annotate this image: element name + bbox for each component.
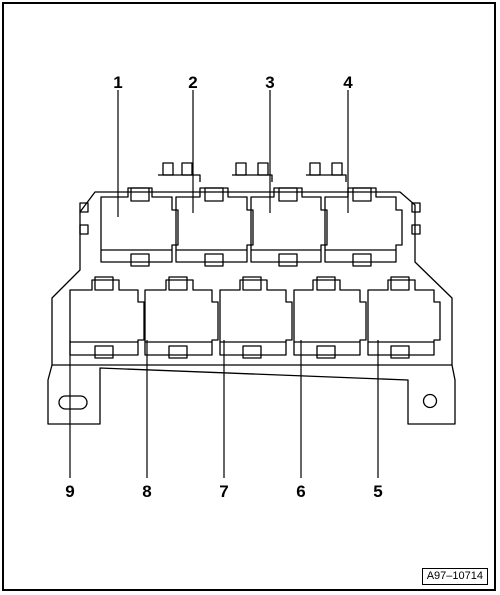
callout-8: 8 [142,482,151,501]
side-pins [79,202,421,235]
figure-reference-id: A97–10714 [421,568,488,585]
connector-slot-7 [219,276,293,359]
callout-4: 4 [343,73,353,92]
mounting-hole-right [422,393,438,409]
connector-slot-2 [175,187,254,267]
connector-slot-4 [324,187,403,267]
callout-3: 3 [265,73,274,92]
connector-slot-5 [367,276,441,359]
callout-1: 1 [113,73,122,92]
callout-6: 6 [296,482,305,501]
connector-slot-1 [100,187,179,267]
mounting-slot-left [58,395,88,410]
connector-slot-9 [69,276,145,359]
connector-slot-3 [250,187,328,267]
figure-frame [2,2,496,591]
top-latches [158,162,347,182]
connector-slot-6 [293,276,367,359]
callout-2: 2 [188,73,197,92]
callout-7: 7 [219,482,228,501]
callout-5: 5 [373,482,382,501]
housing-outline [47,191,456,425]
connector-slot-8 [144,276,219,359]
callout-9: 9 [65,482,74,501]
